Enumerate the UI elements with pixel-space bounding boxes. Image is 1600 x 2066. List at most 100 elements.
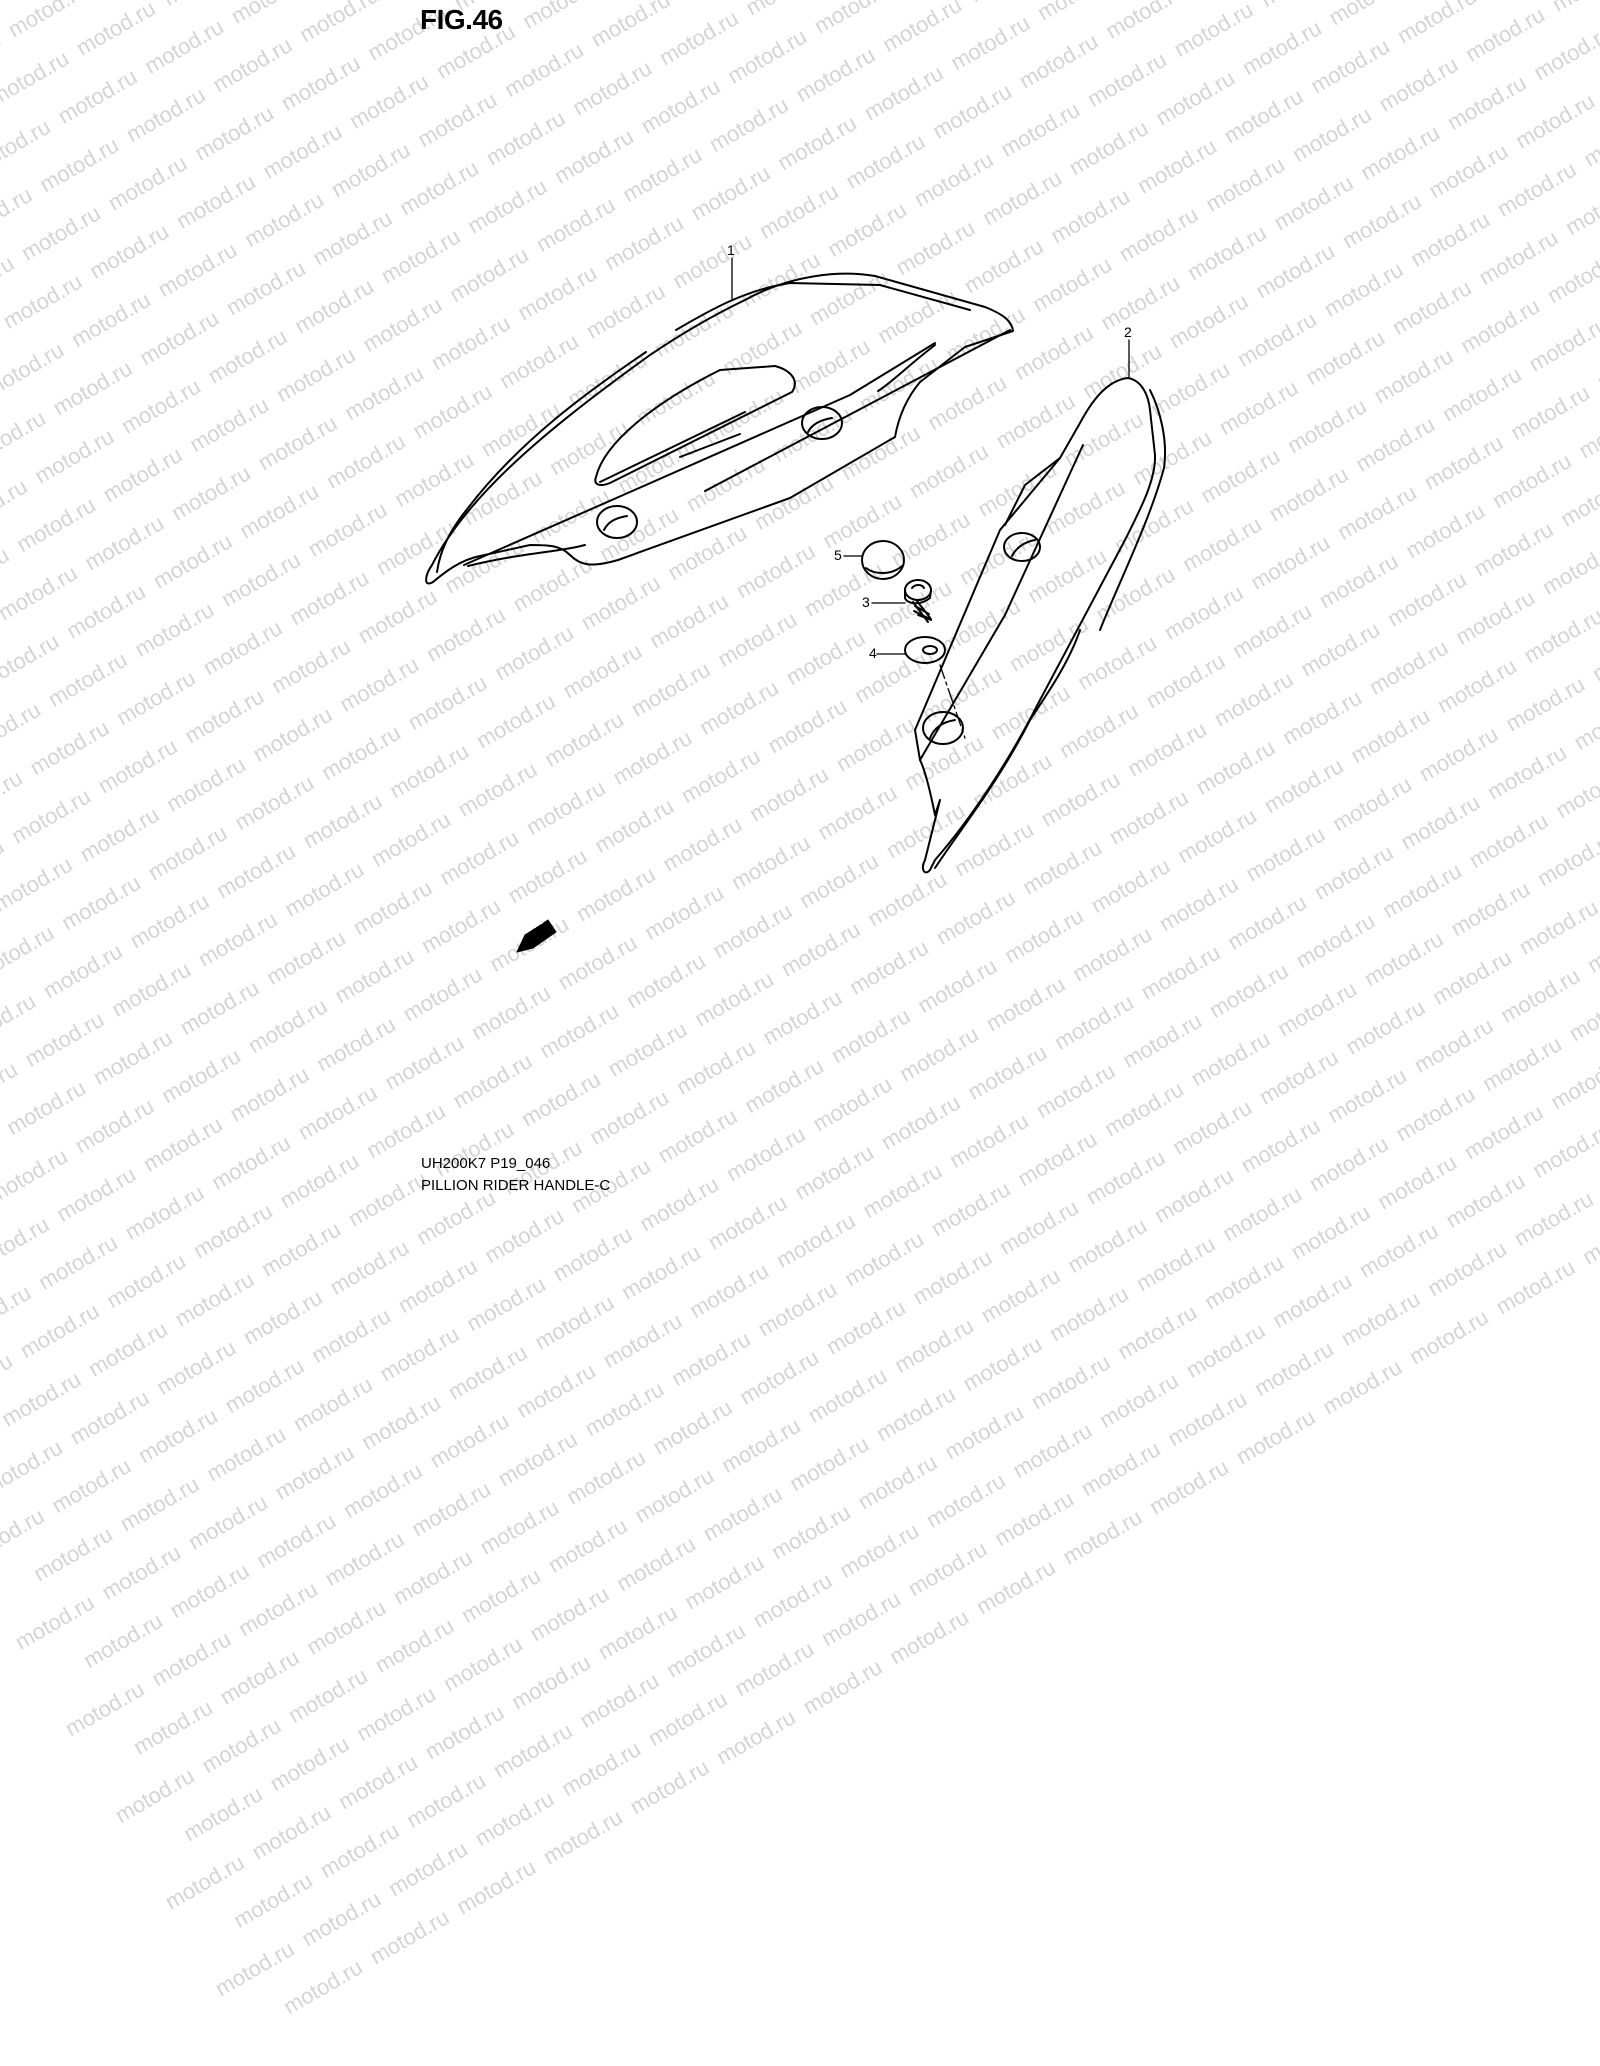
watermark-text: motod.ru bbox=[289, 1371, 377, 1437]
watermark-text: motod.ru bbox=[1163, 1386, 1251, 1452]
watermark-text: motod.ru bbox=[1492, 1254, 1580, 1320]
watermark-text: motod.ru bbox=[0, 1435, 67, 1501]
watermark-text: motod.ru bbox=[749, 1568, 837, 1634]
watermark-text: motod.ru bbox=[754, 1276, 842, 1342]
watermark-text: motod.ru bbox=[316, 1818, 404, 1884]
watermark-text: motod.ru bbox=[617, 1240, 705, 1306]
watermark-text: motod.ru bbox=[630, 1463, 718, 1529]
watermark-text: motod.ru bbox=[402, 1768, 490, 1834]
watermark-text: motod.ru bbox=[184, 1490, 272, 1556]
watermark-text: motod.ru bbox=[840, 1226, 928, 1292]
watermark-text: motod.ru bbox=[102, 1248, 190, 1314]
watermark-text: motod.ru bbox=[835, 1518, 923, 1584]
watermark-text: motod.ru bbox=[366, 1904, 454, 1970]
callout-2: 2 bbox=[1124, 324, 1132, 340]
watermark-text: motod.ru bbox=[161, 1849, 249, 1915]
watermark-text: motod.ru bbox=[97, 1540, 185, 1606]
watermark-text: motod.ru bbox=[152, 1335, 240, 1401]
watermark-text: motod.ru bbox=[958, 1331, 1046, 1397]
part-3-bolt bbox=[872, 580, 931, 622]
watermark-text: motod.ru bbox=[216, 1645, 304, 1711]
watermark-text: motod.ru bbox=[1355, 1218, 1443, 1284]
parts-diagram bbox=[0, 0, 1600, 1200]
watermark-text: motod.ru bbox=[61, 1676, 149, 1742]
watermark-text: motod.ru bbox=[297, 1886, 385, 1952]
watermark-text: motod.ru bbox=[662, 1618, 750, 1684]
watermark-text: motod.ru bbox=[1113, 1299, 1201, 1365]
watermark-text: motod.ru bbox=[334, 1749, 422, 1815]
figure-footer: UH200K7 P19_046 PILLION RIDER HANDLE-C bbox=[421, 1153, 610, 1197]
watermark-text: motod.ru bbox=[575, 1668, 663, 1734]
watermark-text: motod.ru bbox=[580, 1376, 668, 1442]
watermark-text: motod.ru bbox=[0, 1366, 86, 1432]
watermark-text: motod.ru bbox=[1182, 1318, 1270, 1384]
watermark-text: motod.ru bbox=[1027, 1349, 1115, 1415]
watermark-text: motod.ru bbox=[462, 1271, 550, 1337]
callout-3: 3 bbox=[862, 594, 870, 610]
watermark-text: motod.ru bbox=[507, 1649, 595, 1715]
watermark-text: motod.ru bbox=[239, 1285, 327, 1351]
watermark-text: motod.ru bbox=[211, 1936, 299, 2002]
model-code: UH200K7 P19_046 bbox=[421, 1153, 610, 1175]
watermark-text: motod.ru bbox=[1008, 1418, 1096, 1484]
watermark-text: motod.ru bbox=[325, 1235, 413, 1301]
watermark-text: motod.ru bbox=[599, 1308, 687, 1374]
watermark-text: motod.ru bbox=[1318, 1354, 1406, 1420]
watermark-text: motod.ru bbox=[1268, 1268, 1356, 1334]
watermark-text: motod.ru bbox=[129, 1695, 217, 1761]
watermark-text: motod.ru bbox=[1063, 1213, 1151, 1279]
watermark-text: motod.ru bbox=[649, 1395, 737, 1461]
callout-5: 5 bbox=[834, 547, 842, 563]
watermark-text: motod.ru bbox=[84, 1316, 172, 1382]
part-5-cap bbox=[844, 541, 904, 579]
watermark-text: motod.ru bbox=[1337, 1286, 1425, 1352]
watermark-text: motod.ru bbox=[562, 1445, 650, 1511]
watermark-text: motod.ru bbox=[1423, 1236, 1511, 1302]
watermark-text: motod.ru bbox=[307, 1303, 395, 1369]
watermark-text: motod.ru bbox=[1132, 1231, 1220, 1297]
watermark-text: motod.ru bbox=[47, 1453, 135, 1519]
watermark-text: motod.ru bbox=[1145, 1454, 1233, 1520]
watermark-text: motod.ru bbox=[279, 1954, 367, 2020]
watermark-text: motod.ru bbox=[940, 1399, 1028, 1465]
watermark-text: motod.ru bbox=[229, 1868, 317, 1934]
watermark-text: motod.ru bbox=[179, 1781, 267, 1847]
watermark-text: motod.ru bbox=[339, 1458, 427, 1524]
watermark-text: motod.ru bbox=[767, 1499, 855, 1565]
watermark-text: motod.ru bbox=[394, 1253, 482, 1319]
watermark-text: motod.ru bbox=[247, 1799, 335, 1865]
watermark-text: motod.ru bbox=[116, 1471, 204, 1537]
watermark-text: motod.ru bbox=[352, 1681, 440, 1747]
watermark-text: motod.ru bbox=[202, 1421, 290, 1487]
watermark-text: motod.ru bbox=[234, 1576, 322, 1642]
watermark-text: motod.ru bbox=[699, 1481, 787, 1547]
watermark-text: motod.ru bbox=[549, 1221, 637, 1287]
watermark-text: motod.ru bbox=[439, 1631, 527, 1697]
watermark-text: motod.ru bbox=[375, 1321, 463, 1387]
watermark-text: motod.ru bbox=[890, 1313, 978, 1379]
watermark-text: motod.ru bbox=[717, 1413, 805, 1479]
watermark-text: motod.ru bbox=[854, 1449, 942, 1515]
watermark-text: motod.ru bbox=[0, 1348, 17, 1414]
watermark-text: motod.ru bbox=[0, 1211, 54, 1277]
watermark-text: motod.ru bbox=[421, 1699, 509, 1765]
watermark-text: motod.ru bbox=[785, 1431, 873, 1497]
watermark-text: motod.ru bbox=[1077, 1436, 1165, 1502]
watermark-text: motod.ru bbox=[444, 1340, 532, 1406]
watermark-text: motod.ru bbox=[475, 1495, 563, 1561]
watermark-text: motod.ru bbox=[271, 1440, 359, 1506]
watermark-text: motod.ru bbox=[539, 1804, 627, 1870]
watermark-text: motod.ru bbox=[799, 1654, 887, 1720]
watermark-text: motod.ru bbox=[371, 1613, 459, 1679]
watermark-text: motod.ru bbox=[730, 1636, 818, 1702]
watermark-text: motod.ru bbox=[494, 1426, 582, 1492]
watermark-text: motod.ru bbox=[480, 1203, 568, 1269]
watermark-text: motod.ru bbox=[667, 1326, 755, 1392]
watermark-text: motod.ru bbox=[425, 1408, 513, 1474]
watermark-text: motod.ru bbox=[525, 1581, 613, 1647]
watermark-text: motod.ru bbox=[735, 1345, 823, 1411]
watermark-text: motod.ru bbox=[530, 1290, 618, 1356]
part-4-washer bbox=[877, 637, 965, 738]
watermark-text: motod.ru bbox=[266, 1731, 354, 1797]
watermark-text: motod.ru bbox=[512, 1358, 600, 1424]
